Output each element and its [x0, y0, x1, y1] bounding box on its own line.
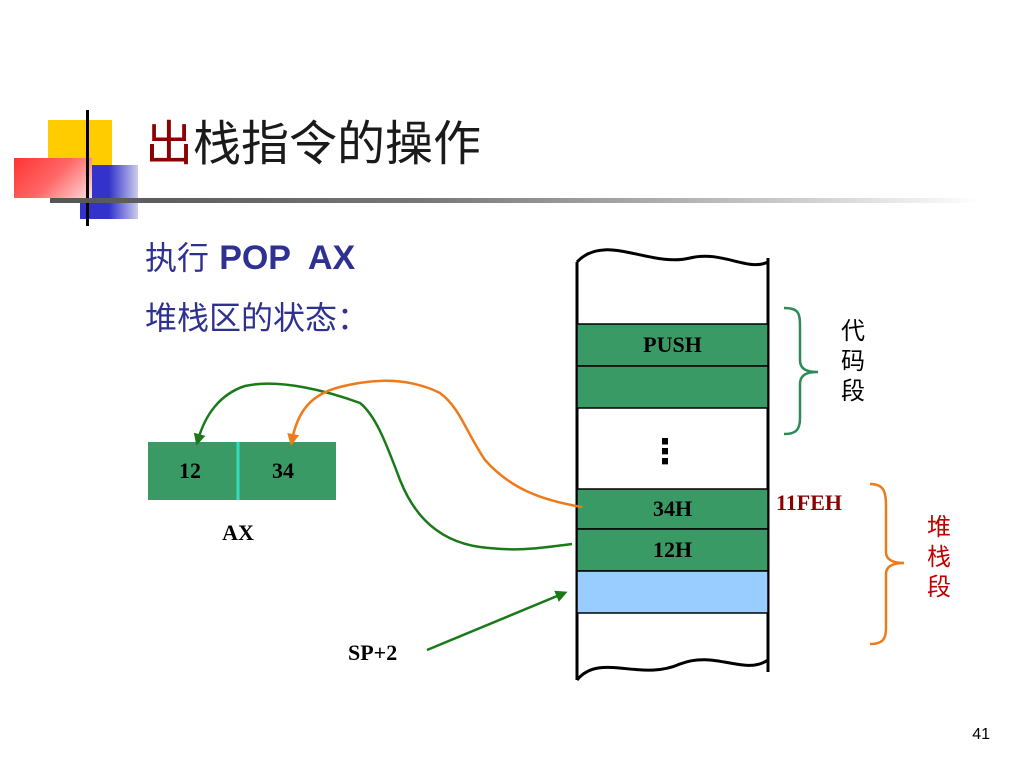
- stack-segment-bracket: [869, 482, 905, 646]
- green-transfer-arrow: [193, 382, 573, 551]
- sp-label: SP+2: [348, 640, 398, 665]
- page-title-first-char: 出: [145, 116, 194, 172]
- stack-segment-label: 堆 栈 段: [924, 512, 954, 602]
- register-name: AX: [222, 520, 254, 545]
- orange-transfer-arrow: [287, 379, 583, 509]
- sp-arrow: [426, 590, 568, 652]
- code-segment-char-2: 码: [841, 347, 865, 375]
- ellipsis: ⋮: [648, 432, 682, 472]
- code-cell-2: [576, 365, 769, 409]
- instruction-command: POP AX: [219, 239, 356, 277]
- push-label: PUSH: [643, 332, 702, 357]
- code-segment-label: 代 码 段: [838, 316, 868, 406]
- register-high-byte: 12: [179, 458, 201, 483]
- instruction-line: 执行 POP AX: [145, 236, 355, 280]
- stack-cell-34h: [576, 488, 769, 530]
- register-ax-box: [148, 442, 336, 500]
- title-rule: [50, 198, 980, 203]
- register-low-byte: 34: [272, 458, 294, 483]
- cell-12h-label: 12H: [652, 537, 693, 562]
- code-segment-bracket: [783, 306, 819, 436]
- stack-segment-char-3: 段: [927, 573, 951, 601]
- stack-segment-char-2: 栈: [927, 543, 951, 571]
- page-number: 41: [972, 726, 990, 743]
- code-cell-push: [576, 323, 769, 367]
- cell-34h-label: 34H: [652, 496, 693, 521]
- code-segment-char-3: 段: [841, 377, 865, 405]
- code-segment-char-1: 代: [841, 317, 865, 345]
- stack-segment-char-1: 堆: [927, 513, 951, 541]
- instruction-prefix: 执行: [145, 239, 210, 277]
- page-title-rest: 栈指令的操作: [193, 116, 482, 172]
- stack-state-label: 堆栈区的状态：: [145, 299, 370, 337]
- page-title: 出栈指令的操作: [145, 112, 481, 176]
- address-11feh: 11FEH: [776, 490, 843, 515]
- stack-cell-sp: [576, 570, 769, 614]
